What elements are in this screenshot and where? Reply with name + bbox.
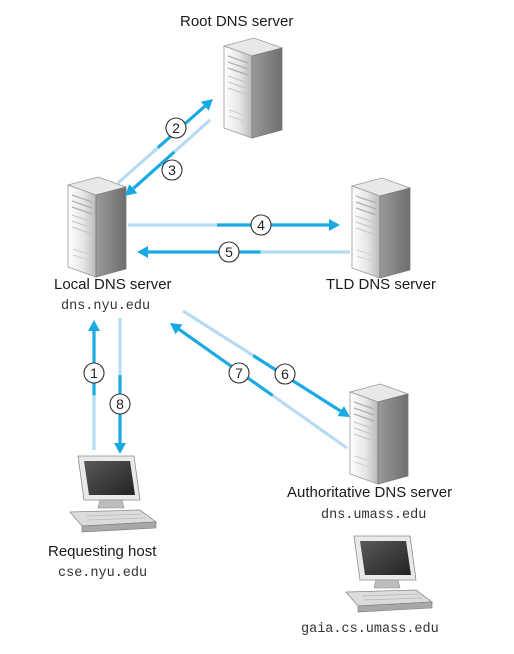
step-markers: 1 2 3 4 5 6 7 8 xyxy=(83,117,296,415)
step-number: 8 xyxy=(116,396,124,412)
step-number: 1 xyxy=(90,365,98,381)
arrow-step-5 xyxy=(137,246,350,258)
step-number: 7 xyxy=(235,365,243,381)
step-marker-8: 8 xyxy=(109,393,131,415)
step-circle xyxy=(250,214,272,236)
step-circle xyxy=(83,362,105,384)
step-number: 3 xyxy=(168,162,176,178)
arrow-step-3 xyxy=(125,118,212,196)
step-marker-2: 2 xyxy=(165,117,187,139)
root-server-icon xyxy=(223,37,283,139)
requesting-host-hostname: cse.nyu.edu xyxy=(58,566,148,581)
requesting-host-label: Requesting host xyxy=(48,543,157,560)
step-number: 2 xyxy=(172,120,180,136)
requesting-host-icon xyxy=(69,455,157,533)
arrow-step-1 xyxy=(88,320,100,450)
tld-server-label: TLD DNS server xyxy=(326,276,437,293)
step-marker-7: 7 xyxy=(228,362,250,384)
step-marker-3: 3 xyxy=(161,159,183,181)
step-marker-4: 4 xyxy=(250,214,272,236)
step-number: 6 xyxy=(281,366,289,382)
local-server-hostname: dns.nyu.edu xyxy=(61,299,151,314)
local-server-icon xyxy=(67,176,127,278)
step-circle xyxy=(109,393,131,415)
step-number: 5 xyxy=(225,244,233,260)
authoritative-server-hostname: dns.umass.edu xyxy=(321,508,427,523)
arrow-step-8 xyxy=(114,318,126,454)
target-host-hostname: gaia.cs.umass.edu xyxy=(301,622,439,637)
arrow-step-4 xyxy=(128,219,340,231)
target-host-icon xyxy=(345,535,433,613)
authoritative-server-icon xyxy=(349,383,409,485)
arrow-step-6 xyxy=(182,309,350,417)
authoritative-server-label: Authoritative DNS server xyxy=(287,484,453,501)
step-marker-6: 6 xyxy=(274,363,296,385)
step-circle xyxy=(274,363,296,385)
local-server-label: Local DNS server xyxy=(54,276,172,293)
step-circle xyxy=(165,117,187,139)
step-circle xyxy=(228,362,250,384)
step-circle xyxy=(218,241,240,263)
arrow-step-7 xyxy=(170,323,348,450)
step-number: 4 xyxy=(257,217,265,233)
tld-server-icon xyxy=(351,177,411,279)
step-marker-5: 5 xyxy=(218,241,240,263)
message-arrows xyxy=(88,99,350,454)
root-server-label: Root DNS server xyxy=(180,13,294,30)
step-circle xyxy=(161,159,183,181)
step-marker-1: 1 xyxy=(83,362,105,384)
